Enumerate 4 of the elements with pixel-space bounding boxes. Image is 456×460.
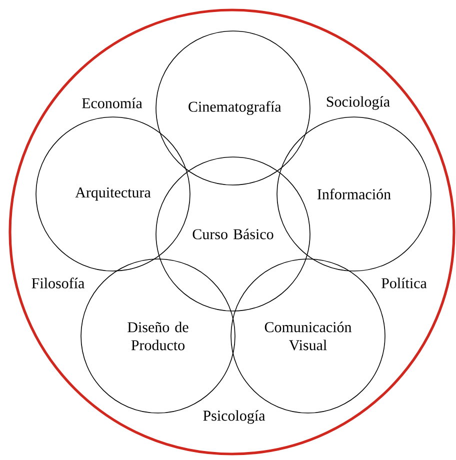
field-label: Economía: [82, 98, 142, 108]
outer-circle: [8, 8, 456, 456]
field-label: Sociología: [326, 96, 390, 110]
field-label: Política: [382, 278, 427, 288]
